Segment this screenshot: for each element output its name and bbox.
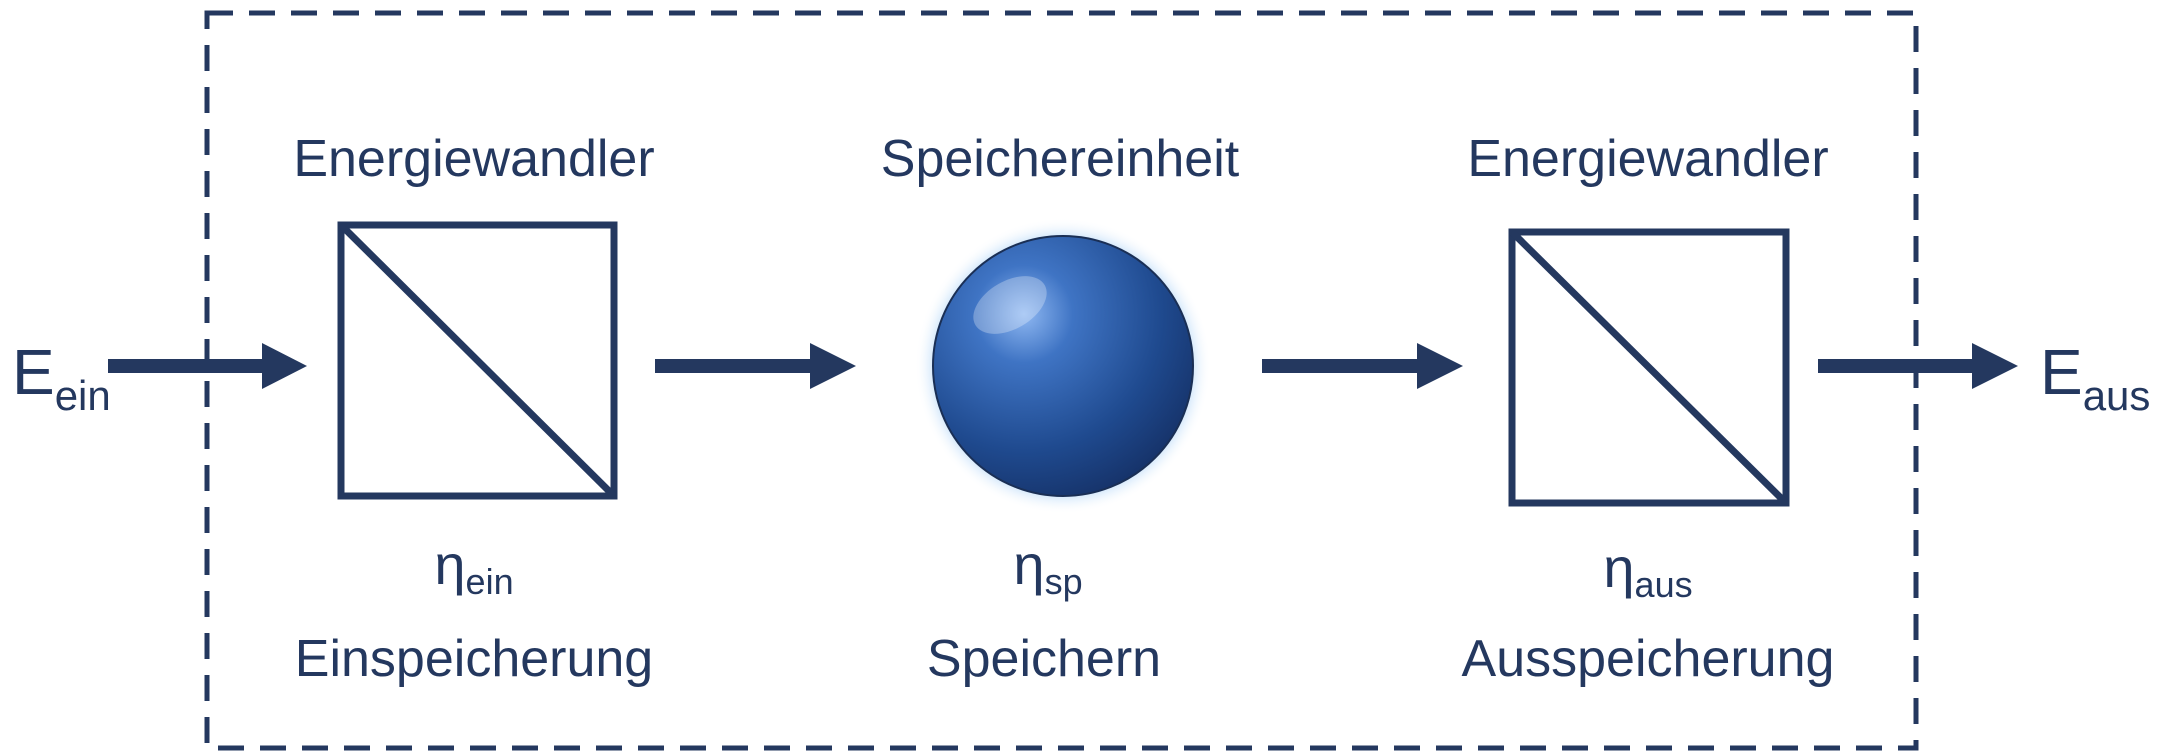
converter-square-icon [337,221,618,500]
eta-subscript: aus [1635,564,1693,605]
efficiency-label: ηein [434,533,513,602]
arrow-output-icon [1818,343,2018,389]
stage-title: Energiewandler [293,130,654,188]
efficiency-label: ηsp [1013,533,1082,602]
eta-subscript: sp [1045,561,1083,602]
output-subscript: aus [2083,372,2151,419]
eta-symbol: η [1603,536,1634,599]
eta-symbol: η [434,533,465,596]
input-subscript: ein [55,372,111,419]
stage-title: Energiewandler [1467,130,1828,188]
stage-title: Speichereinheit [881,130,1240,188]
storage-sphere-icon [915,218,1211,514]
output-symbol: E [2040,336,2083,408]
output-energy-label: Eaus [2040,336,2150,419]
arrow-input-icon [108,343,307,389]
stage-caption: Einspeicherung [295,630,653,688]
converter-square-icon [1508,228,1790,507]
arrow-from-storage-icon [1262,343,1463,389]
eta-symbol: η [1013,533,1044,596]
stage-caption: Speichern [927,630,1161,688]
stage-caption: Ausspeicherung [1462,630,1835,688]
system-boundary [204,10,1919,751]
flow-arrows [108,343,2018,389]
arrow-to-storage-icon [655,343,856,389]
input-energy-label: Eein [12,336,111,419]
input-symbol: E [12,336,55,408]
eta-subscript: ein [466,561,514,602]
efficiency-label: ηaus [1603,536,1692,605]
